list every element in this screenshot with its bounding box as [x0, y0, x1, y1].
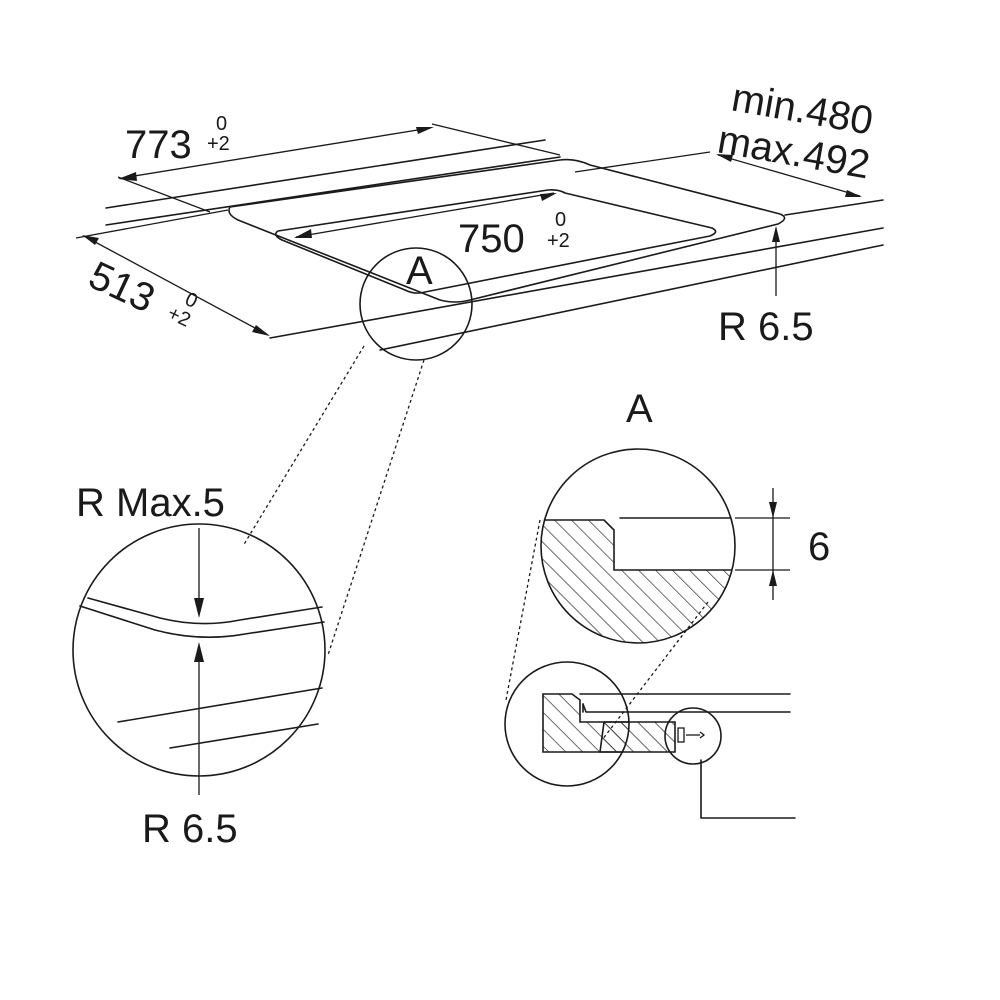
detail-marker-a: A [359, 247, 473, 361]
detail-leaders-left [242, 345, 425, 656]
detail-installed-section [504, 661, 796, 819]
detail-a-section: A 6 [540, 387, 830, 644]
dim-depth: 513 0 +2 [75, 209, 270, 336]
dim-773-tol-upper: 0 [216, 113, 227, 135]
corner-radius-label: R 6.5 [718, 305, 814, 349]
detail-leaders-right [505, 519, 709, 741]
dim-750-tol-lower: +2 [547, 230, 570, 252]
rebate-depth-label: 6 [808, 525, 830, 569]
dim-773-value: 773 [125, 123, 192, 167]
dim-overall-width: 773 0 +2 [117, 113, 561, 213]
dim-cutout-width: 750 0 +2 [294, 192, 570, 261]
dim-750-value: 750 [458, 217, 525, 261]
detail-radius-label: R 6.5 [142, 807, 238, 851]
dim-773-tol-lower: +2 [207, 133, 230, 155]
detail-radius-view: R Max.5 R 6.5 [72, 481, 326, 851]
dim-513-value: 513 [82, 253, 161, 321]
dim-750-tol-upper: 0 [555, 209, 566, 231]
dim-rear-depth: min.480 max.492 [574, 76, 876, 197]
corner-radius-callout: R 6.5 [718, 226, 814, 349]
detail-marker-a-label: A [406, 249, 433, 293]
detail-radius-max-label: R Max.5 [76, 481, 225, 525]
cutout-outline [228, 158, 786, 303]
detail-a-title: A [626, 387, 653, 431]
